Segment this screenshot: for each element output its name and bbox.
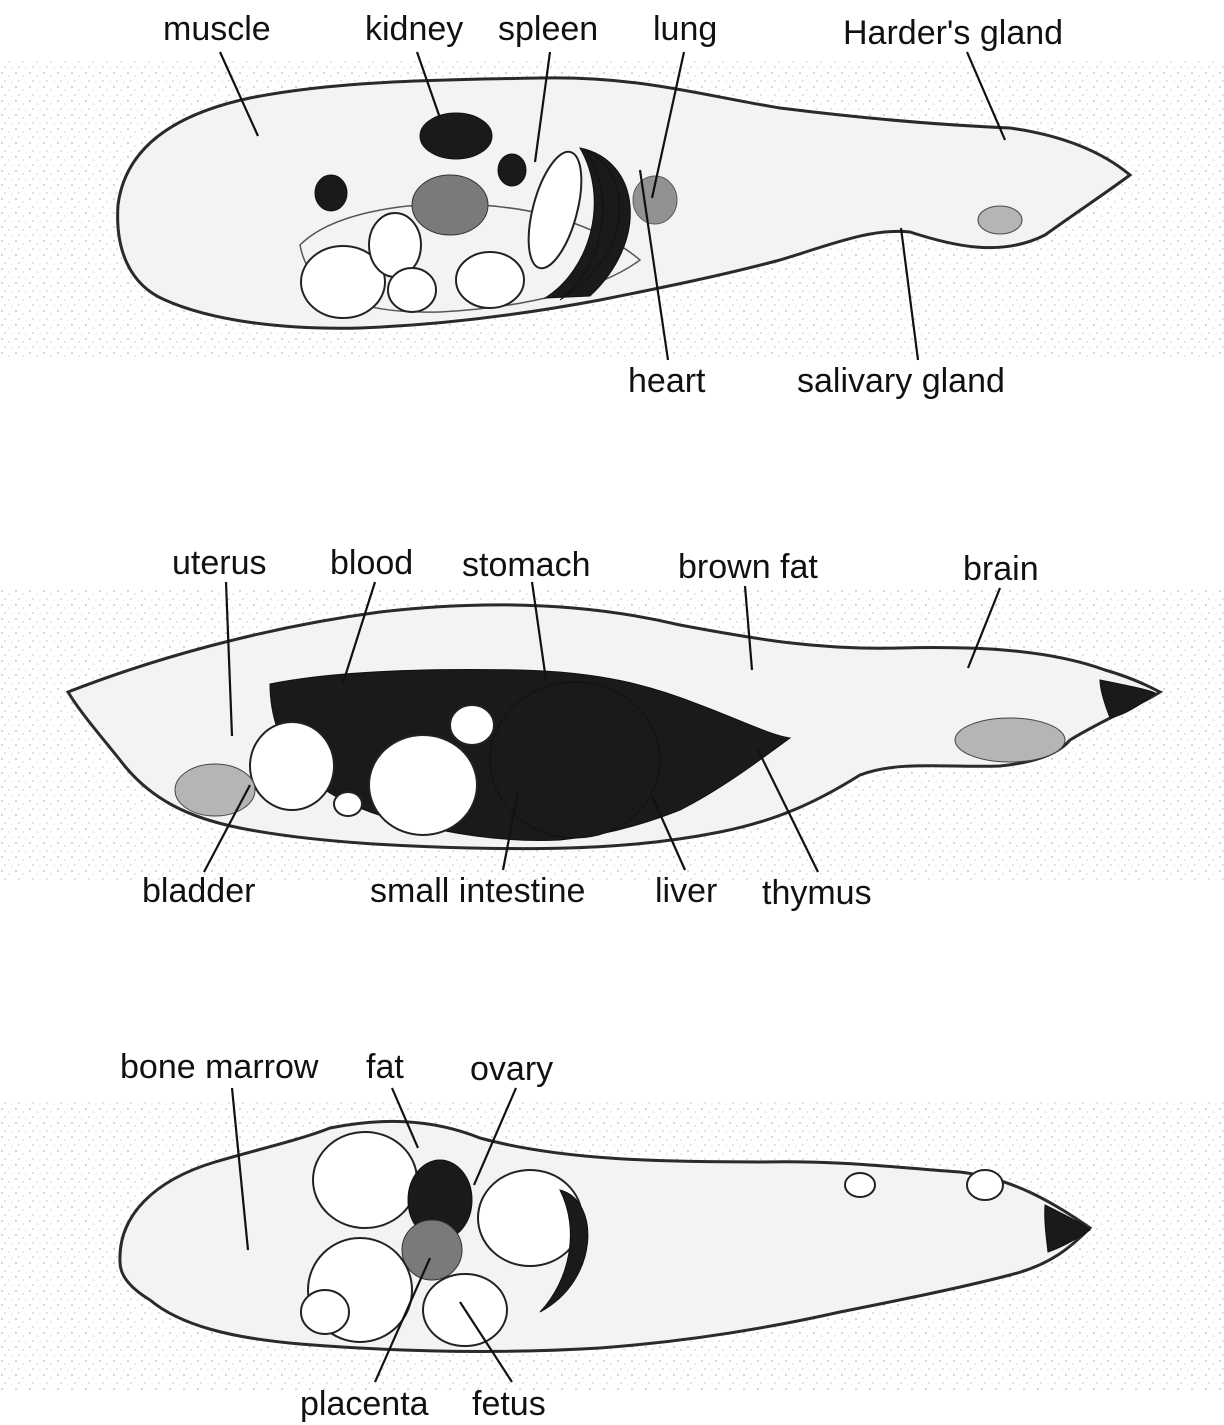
head-bump-1 [845,1173,875,1197]
fetus-organ-4 [301,1290,349,1334]
label-kidney: kidney [365,10,463,48]
kidney-organ [420,113,492,159]
harders-gland-organ [978,206,1022,234]
label-small-intestine: small intestine [370,872,585,910]
fetus-organ-1 [478,1170,582,1266]
bladder-small [334,792,362,816]
stomach-organ [490,682,660,838]
white-organ-3 [388,268,436,312]
label-stomach: stomach [462,546,591,584]
label-ovary: ovary [470,1050,553,1088]
white-organ-4 [456,252,524,308]
placenta-dark [402,1220,462,1280]
bladder-organ [250,722,334,810]
kidney-organ-2 [315,175,347,211]
label-liver: liver [655,872,717,910]
label-bone-marrow: bone marrow [120,1048,319,1086]
label-placenta: placenta [300,1385,429,1423]
label-bladder: bladder [142,872,255,910]
intestine-loop-2 [450,705,494,745]
brain-organ [955,718,1065,762]
adrenal-region [412,175,488,235]
label-lung: lung [653,10,717,48]
uterus-organ [175,764,255,816]
section-3 [0,1100,1224,1390]
label-muscle: muscle [163,10,271,48]
label-harders-gland: Harder's gland [843,14,1063,52]
section-1 [0,60,1224,360]
label-spleen: spleen [498,10,598,48]
intestine-loop-1 [369,735,477,835]
label-salivary-gland: salivary gland [797,362,1005,400]
spleen-organ [498,154,526,186]
label-blood: blood [330,544,413,582]
label-thymus: thymus [762,874,872,912]
head-bump-2 [967,1170,1003,1200]
label-brown-fat: brown fat [678,548,818,586]
label-fetus: fetus [472,1385,546,1423]
label-fat: fat [366,1048,404,1086]
label-uterus: uterus [172,544,267,582]
label-heart: heart [628,362,706,400]
fat-organ [313,1132,417,1228]
label-brain: brain [963,550,1039,588]
section-2 [0,590,1224,880]
